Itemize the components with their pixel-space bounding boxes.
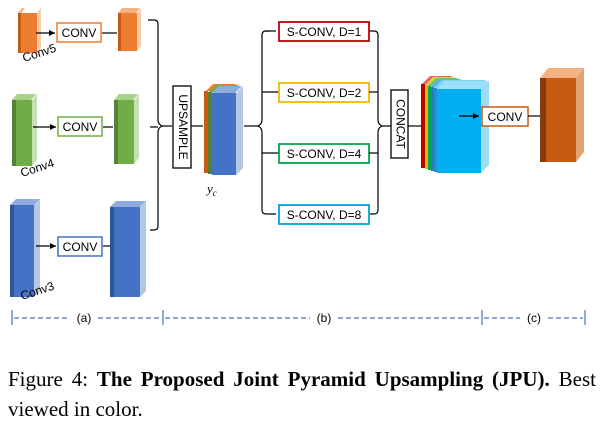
sconv-d8-label: S-CONV, D=8 (287, 208, 362, 222)
sconv-d2-label: S-CONV, D=2 (287, 86, 362, 100)
output-conv-box: CONV (481, 106, 529, 127)
conv4-conv-label: CONV (63, 120, 98, 134)
conv4-conv-box: CONV (57, 116, 103, 137)
output-conv-label: CONV (488, 110, 523, 124)
concat-feature-stack (421, 76, 489, 173)
conv3-output-block (110, 201, 146, 297)
caption-prefix: Figure 4: (8, 367, 89, 391)
jpu-diagram: CONV Conv5 CONV Conv4 (10, 8, 586, 325)
yc-feature-stack (204, 84, 243, 175)
merge-brace (148, 19, 164, 231)
sconv-d2-box: S-CONV, D=2 (278, 82, 370, 103)
sconv-d4-label: S-CONV, D=4 (287, 147, 362, 161)
section-a-label: (a) (77, 311, 92, 325)
section-c-label: (c) (527, 311, 541, 325)
conv5-output-block (118, 8, 141, 51)
figure-caption: Figure 4: The Proposed Joint Pyramid Ups… (8, 364, 596, 424)
conv3-conv-label: CONV (63, 240, 98, 254)
sconv-d1-label: S-CONV, D=1 (287, 25, 362, 39)
upsample-box: UPSAMPLE (172, 85, 192, 169)
upsample-label: UPSAMPLE (176, 94, 190, 159)
conv4-output-block (114, 94, 139, 164)
concat-box: CONCAT (390, 89, 409, 159)
concat-label: CONCAT (393, 99, 407, 149)
conv5-conv-label: CONV (62, 26, 97, 40)
output-block (540, 68, 584, 162)
concat-brace (370, 30, 384, 215)
conv5-conv-box: CONV (56, 22, 102, 43)
section-b-label: (b) (317, 311, 332, 325)
split-brace (256, 30, 276, 215)
caption-note: Best viewed in color. (8, 367, 597, 421)
caption-title: The Proposed Joint Pyramid Upsampling (J… (96, 367, 550, 391)
sconv-d1-box: S-CONV, D=1 (278, 21, 370, 42)
section-ruler (11, 310, 586, 325)
conv4-input-block (12, 94, 37, 166)
conv3-conv-box: CONV (57, 236, 103, 257)
conv5-input-block (18, 8, 41, 53)
yc-label: yc (205, 181, 217, 198)
sconv-d8-box: S-CONV, D=8 (278, 204, 370, 225)
sconv-d4-box: S-CONV, D=4 (278, 143, 370, 164)
conv3-input-block (10, 199, 40, 297)
